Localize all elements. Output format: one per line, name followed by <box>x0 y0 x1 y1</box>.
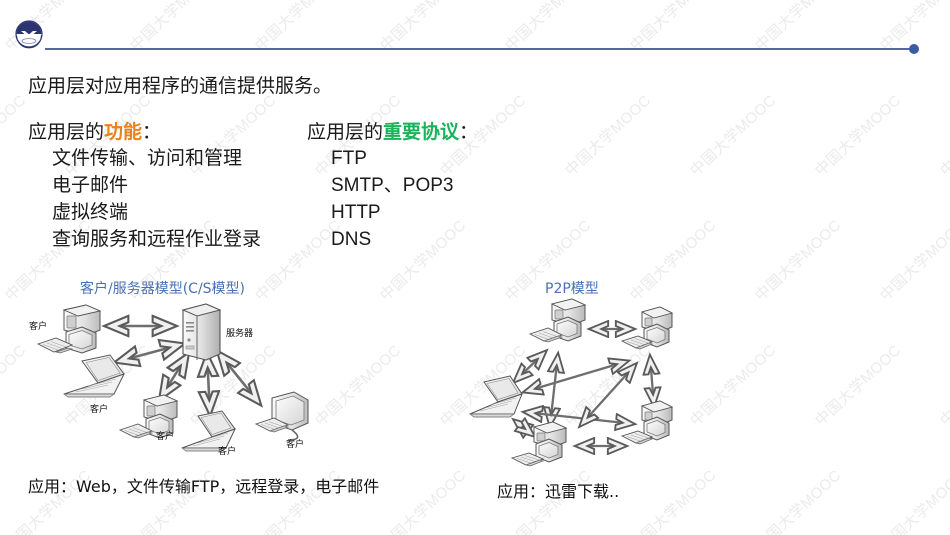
peer-desktop-icon <box>620 400 674 445</box>
client-label: 客户 <box>90 403 108 415</box>
right-heading-suffix: ： <box>459 121 479 143</box>
p2p-diagram-title: P2P模型 <box>545 281 599 297</box>
watermark-text: 中国大学MOOC <box>877 466 950 535</box>
peer-desktop-icon <box>510 421 568 467</box>
client-server-caption: 应用：Web，文件传输FTP，远程登录，电子邮件 <box>28 477 380 496</box>
right-heading-prefix: 应用层的 <box>307 121 384 143</box>
left-heading-prefix: 应用层的 <box>28 121 105 143</box>
peer-laptop-icon <box>468 375 523 418</box>
p2p-caption: 应用：迅雷下载.. <box>497 482 620 501</box>
list-item: DNS <box>331 229 372 250</box>
watermark-text: 中国大学MOOC <box>812 341 905 430</box>
list-item: FTP <box>331 148 367 169</box>
watermark-text: 中国大学MOOC <box>937 91 950 180</box>
server-label: 服务器 <box>226 327 253 339</box>
watermark-text: 中国大学MOOC <box>877 216 950 305</box>
application-layer-functions-list: 文件传输、访问和管理 电子邮件 虚拟终端 查询服务和远程作业登录 <box>52 145 261 253</box>
client-label: 客户 <box>29 320 47 332</box>
right-column-heading: 应用层的重要协议： <box>307 117 478 144</box>
list-item: HTTP <box>331 202 381 223</box>
right-heading-highlight: 重要协议 <box>383 121 460 143</box>
p2p-diagram <box>468 296 713 474</box>
slide-header <box>0 0 950 62</box>
watermark-text: 中国大学MOOC <box>687 91 780 180</box>
list-item: 电子邮件 <box>52 174 129 196</box>
client-label: 客户 <box>218 445 236 457</box>
watermark-text: 中国大学MOOC <box>627 216 720 305</box>
peer-desktop-icon <box>620 306 674 350</box>
client-desktop-icon <box>118 394 179 439</box>
university-emblem-icon <box>15 20 43 49</box>
list-item: 虚拟终端 <box>52 201 129 223</box>
watermark-text: 中国大学MOOC <box>562 91 655 180</box>
header-divider <box>45 48 913 50</box>
watermark-text: 中国大学MOOC <box>812 91 905 180</box>
watermark-text: 中国大学MOOC <box>0 91 30 180</box>
client-laptop-icon <box>62 354 125 398</box>
page-title: 应用层对应用程序的通信提供服务。 <box>28 75 333 97</box>
client-label: 客户 <box>156 430 174 442</box>
peer-desktop-icon <box>528 298 587 343</box>
list-item: 文件传输、访问和管理 <box>52 147 243 169</box>
list-item: 查询服务和远程作业登录 <box>52 228 262 250</box>
left-column-heading: 应用层的功能： <box>28 117 161 144</box>
left-heading-highlight: 功能 <box>104 121 143 143</box>
client-monitor-icon <box>254 391 309 441</box>
client-laptop-icon <box>180 410 236 452</box>
watermark-text: 中国大学MOOC <box>377 466 470 535</box>
left-heading-suffix: ： <box>142 121 162 143</box>
client-label: 客户 <box>286 438 304 450</box>
client-server-diagram: 服务器 客户 <box>20 296 350 471</box>
watermark-text: 中国大学MOOC <box>627 466 720 535</box>
server-icon <box>181 303 222 361</box>
application-layer-protocols-list: FTP SMTP、POP3 HTTP DNS <box>331 145 453 253</box>
watermark-text: 中国大学MOOC <box>752 216 845 305</box>
client-server-diagram-title: 客户/服务器模型(C/S模型) <box>80 281 246 297</box>
watermark-text: 中国大学MOOC <box>937 341 950 430</box>
header-accent-dot <box>909 44 919 54</box>
list-item: SMTP、POP3 <box>331 175 454 196</box>
client-desktop-icon <box>36 304 102 354</box>
watermark-text: 中国大学MOOC <box>752 466 845 535</box>
